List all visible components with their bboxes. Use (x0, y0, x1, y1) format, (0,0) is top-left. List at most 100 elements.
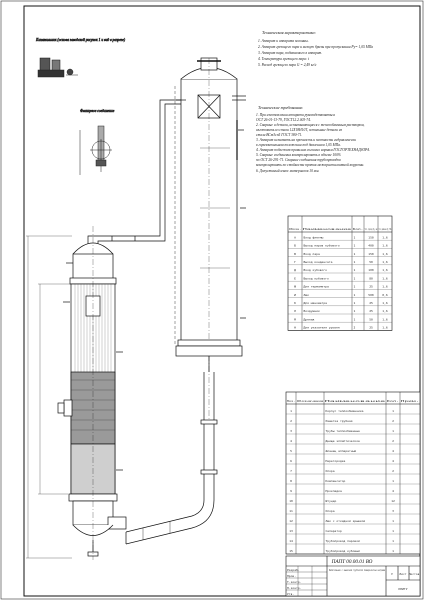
separator-column (174, 57, 246, 420)
tech-req-line-11: контролировать по стойкости против межкр… (256, 162, 364, 167)
tech-req-line-12: 6. Допустимый износ материалов 10 мм. (256, 168, 319, 173)
nozzle-table-cell: 1,6 (382, 235, 388, 239)
role-norm-control: Н.контр. (287, 586, 302, 590)
spec-table-cell: 15 (289, 549, 293, 553)
spec-table-cell: Днище эллиптическое (326, 439, 361, 443)
nozzle-table-cell: 1,6 (382, 260, 388, 264)
riser-pipe (87, 99, 181, 244)
nozzle-table-cell: Г (294, 260, 296, 264)
nozzle-table-cell: Вход кубового (304, 267, 328, 272)
tech-req-line-8: 4. Аппарат подлежит правилам согласно но… (256, 148, 370, 152)
spec-table-cell: Люк с откидной крышкой (326, 519, 366, 523)
spec-table-cell: 13 (289, 529, 293, 533)
nozzle-table-header-cell: Кол. (353, 227, 364, 231)
nozzle-table-cell: Выход паров кубового (304, 243, 340, 248)
nozzle-table-cell: 1 (354, 252, 356, 256)
nozzle-table-cell: Для термометра (304, 285, 329, 289)
spec-table-header-cell: Поз. (287, 399, 296, 403)
tech-req-line-5: стали ВСт3сп5 ГОСТ 380-71. (256, 133, 302, 137)
spec-table-cell: 5 (290, 449, 292, 453)
spec-table-cell: 1 (290, 409, 292, 413)
spec-table-cell: 1 (392, 549, 394, 553)
nozzle-table-cell: 50 (369, 260, 373, 264)
nozzle-table-cell: 1 (354, 268, 356, 272)
role-approved: Утв. (287, 592, 294, 596)
nozzle-table-cell: 25 (369, 301, 373, 305)
spec-table-cell: Трубы теплообменные (326, 428, 361, 433)
nozzle-table-cell: Вход флегмы (304, 235, 324, 239)
sheet-caption: Кипятильник (основа заводской рисунок 1 … (35, 37, 126, 42)
nozzle-table-header-cell: Усл. давление Ру, МПа (379, 227, 392, 231)
nozzle-table-cell: Выход кубового (304, 275, 329, 280)
spec-table-cell: 2 (392, 469, 394, 473)
nozzle-table-cell: 1,6 (382, 309, 388, 313)
title-block: ПАПТ 00.00.01 ВО Кипятильник с выносной … (285, 555, 421, 597)
nozzle-table-cell: 400 (368, 244, 374, 248)
nozzle-table-cell: Е (294, 276, 296, 280)
tech-char-line-4: 4. Температура греющего пара: t (258, 57, 310, 61)
nozzle-table-cell: В (294, 252, 296, 256)
nozzle-table-cell: 1 (354, 317, 356, 321)
nozzle-table-cell: 1,6 (382, 317, 388, 321)
nozzle-table-cell: 80 (369, 276, 373, 280)
spec-table-cell: Трубопровод кубовый (326, 548, 361, 553)
spec-table-cell: 4 (392, 449, 394, 453)
spec-table-cell: Штуцер (326, 499, 337, 503)
doc-code: ПАПТ 00.00.01 ВО (331, 559, 373, 565)
spec-table-cell: 14 (289, 539, 293, 543)
spec-table-cell: 2 (392, 419, 394, 423)
tech-req-line-10: по ОСТ 26-291-71. Сварные соединения тру… (256, 158, 341, 162)
nozzle-table-cell: 1 (354, 285, 356, 289)
spec-table-frame (285, 391, 421, 555)
tech-char-line-5: 5. Расход греющего пара G = 2,49 кг/с (258, 63, 317, 68)
nozzle-table-cell: 1 (354, 260, 356, 264)
nozzle-table-cell: 1 (354, 309, 356, 313)
nozzle-table-cell: 150 (368, 235, 374, 239)
role-developer: Разраб. (287, 567, 300, 572)
nozzle-table-cell: 1,6 (382, 301, 388, 305)
spec-table-header-cell: Наименование (325, 399, 386, 403)
nozzle-table-cell: Ж (294, 285, 296, 289)
spec-table-cell: Трубопровод паровой (326, 538, 361, 543)
nozzle-table-cell: Дренаж (304, 317, 315, 321)
tech-req-line-6: 3. Аппарат испытать на прочность и плотн… (256, 138, 356, 142)
spec-table-cell: Корпус теплообменника (326, 408, 364, 413)
spec-table-cell: 1 (392, 409, 394, 413)
spec-table-cell: 10 (289, 499, 293, 503)
spec-table-cell: Опора (326, 509, 335, 513)
spec-table-cell: 7 (290, 469, 292, 473)
spec-table-cell: Компенсатор (326, 479, 346, 483)
spec-table-cell: 12 (391, 499, 395, 503)
nozzle-table-header-cell: Обозн. (289, 226, 302, 231)
nozzle-table-cell: Н (294, 326, 296, 330)
spec-table-cell: 8 (290, 479, 292, 483)
nozzle-table-cell: 1 (354, 301, 356, 305)
nozzle-table-cell: Для манометра (304, 301, 328, 305)
technical-characteristics: Техническая характеристика: 1. Аппарат и… (258, 30, 373, 68)
nozzle-table-cell: 1 (354, 293, 356, 297)
spec-table-cell: 3 (290, 429, 292, 433)
nozzle-table-cell: 0,6 (382, 293, 388, 297)
kettle-heat-exchanger (26, 226, 127, 560)
tech-char-line-3: 3. Аппарат пара, подаваемого в аппарат. (258, 51, 322, 56)
tech-char-line-2: 2. Аппарат греющего пара и мелкую бризы … (258, 45, 373, 50)
spec-table-cell: Сепаратор (326, 529, 342, 533)
nozzle-table-header-cell: Усл. проход Dу, мм (365, 227, 378, 231)
spec-table-header-cell: Кол. (387, 399, 400, 403)
nozzle-table-cell: Вход пара (304, 252, 320, 256)
nozzle-table-cell: 1,6 (382, 268, 388, 272)
spec-table-cell: 2 (290, 419, 292, 423)
spec-table-cell: Опора (326, 469, 335, 473)
detail-note: Фланцевое соединение (80, 109, 115, 113)
nozzle-table-cell: Выход конденсата (304, 260, 333, 264)
nozzle-table-cell: 1 (354, 235, 356, 239)
spec-table-cell: Решетка трубная (326, 418, 353, 423)
nozzle-table-cell: 1,6 (382, 285, 388, 289)
tech-char-line-1: 1. Аппарат и аппарата колонны. (258, 39, 309, 43)
nozzle-table-cell: И (294, 293, 296, 297)
tech-req-heading: Технические требования: (258, 105, 304, 110)
nozzle-table-cell: 25 (369, 326, 373, 330)
downcomer-pipe (125, 372, 218, 545)
